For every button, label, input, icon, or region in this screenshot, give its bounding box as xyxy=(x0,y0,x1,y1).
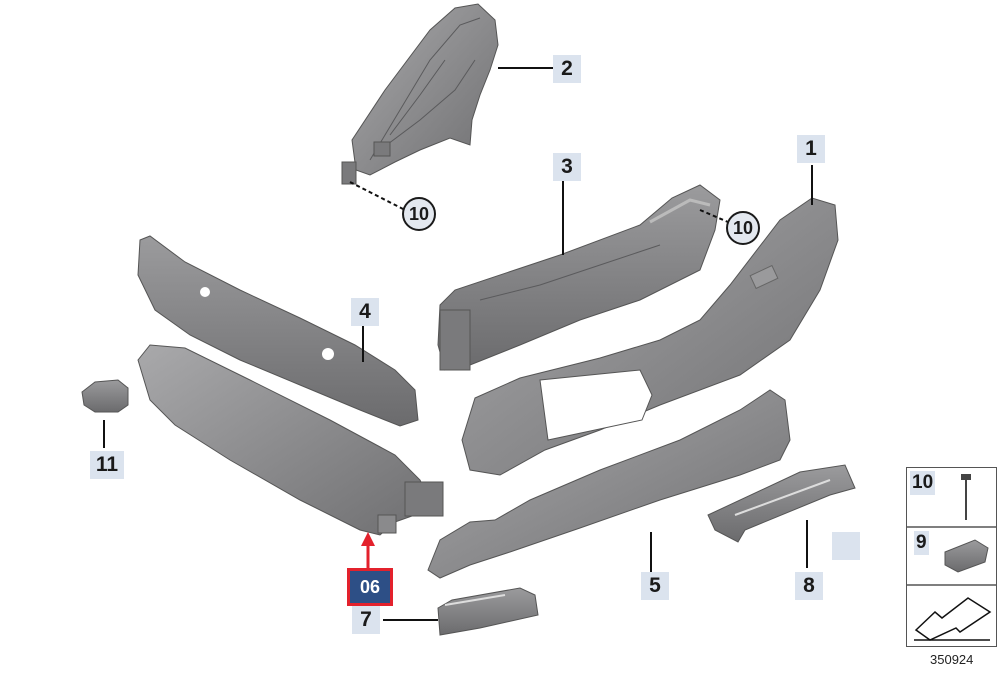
part-2-shell[interactable] xyxy=(341,3,499,185)
part-7-clip[interactable] xyxy=(437,587,539,636)
legend-label-10: 10 xyxy=(910,471,936,495)
callout-1[interactable]: 1 xyxy=(797,135,825,163)
callout-5[interactable]: 5 xyxy=(641,572,669,600)
part-1-side-trim[interactable] xyxy=(461,197,839,476)
leader-10a xyxy=(349,181,406,211)
diagram-number: 350924 xyxy=(930,652,974,667)
part-3-frame[interactable] xyxy=(437,184,721,371)
legend-label-9: 9 xyxy=(914,531,929,555)
callout-empty[interactable] xyxy=(832,532,860,560)
leader-10b xyxy=(699,209,729,223)
callout-2[interactable]: 2 xyxy=(553,55,581,83)
legend-arrow-icon xyxy=(914,597,992,641)
part-6-panel[interactable] xyxy=(137,344,444,536)
part-4-cover[interactable] xyxy=(137,235,419,427)
legend-clip-icon xyxy=(944,539,989,573)
callout-8[interactable]: 8 xyxy=(795,572,823,600)
part-11-cap[interactable] xyxy=(81,379,129,413)
callout-4[interactable]: 4 xyxy=(351,298,379,326)
callout-3[interactable]: 3 xyxy=(553,153,581,181)
highlight-callout-06[interactable]: 06 xyxy=(347,568,393,606)
part-5-lower-trim[interactable] xyxy=(427,389,791,579)
callout-7[interactable]: 7 xyxy=(352,606,380,634)
callout-10-right[interactable]: 10 xyxy=(726,211,760,245)
legend-screw-icon xyxy=(961,474,971,520)
callout-11[interactable]: 11 xyxy=(90,451,124,479)
callout-10-upper[interactable]: 10 xyxy=(402,197,436,231)
part-8-rail[interactable] xyxy=(707,464,856,543)
highlight-arrow xyxy=(361,532,375,568)
legend-box xyxy=(906,467,997,647)
